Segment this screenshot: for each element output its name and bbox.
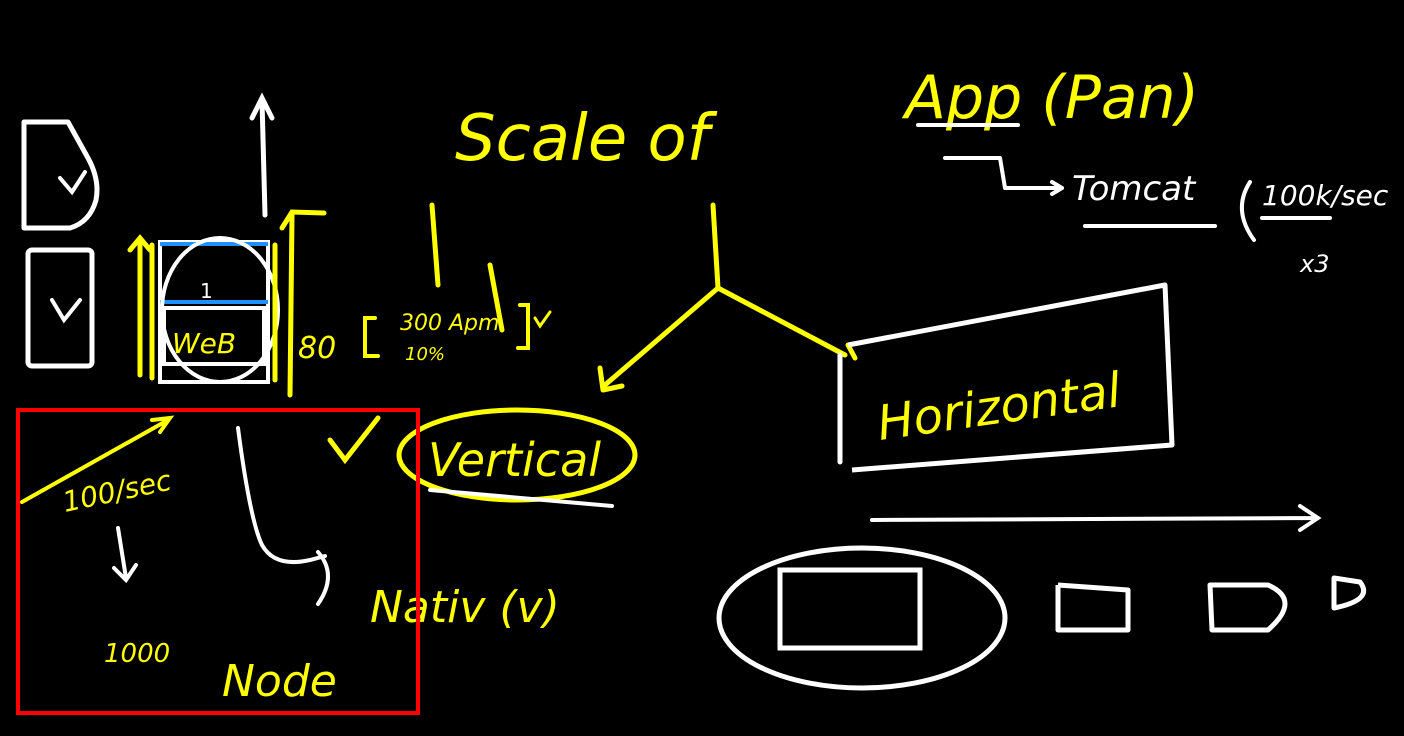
red-box-node: Node <box>222 656 337 707</box>
title-text: Scale of <box>455 102 718 176</box>
horizontal-box <box>847 282 1175 473</box>
capacity-open-bracket <box>363 316 380 358</box>
vertical-oval <box>396 407 638 503</box>
vertical-check-icon <box>327 415 381 465</box>
server-web-label: WeB <box>172 327 236 360</box>
tree-left-branch <box>597 285 721 393</box>
capacity-note-line1: 300 Apm <box>400 311 499 336</box>
server-unit-2 <box>1207 582 1288 633</box>
tomcat-branch-arrow <box>943 156 1064 196</box>
vertical-up-arrow <box>249 92 275 218</box>
tomcat-label: Tomcat <box>1072 169 1197 209</box>
server-group-oval <box>716 545 1008 691</box>
tomcat-paren <box>1239 180 1256 242</box>
vertical-underline <box>428 488 614 508</box>
server-left-bracket <box>127 234 155 381</box>
stroke-center-2 <box>487 262 505 333</box>
vertical-option-label: Vertical <box>428 433 601 487</box>
left-bottom-box <box>25 247 95 369</box>
server-unit-3 <box>1331 575 1367 611</box>
left-bottom-check-icon <box>50 298 82 324</box>
server-divider-label: 1 <box>200 279 213 303</box>
capacity-close-bracket <box>516 303 530 350</box>
app-label: App (Pan) <box>901 63 1199 133</box>
capacity-note-line2: 10% <box>405 344 445 365</box>
server-unit-1 <box>1055 582 1131 633</box>
tree-stem <box>710 202 721 291</box>
server-oval <box>160 236 280 384</box>
tree-right-branch <box>715 285 858 361</box>
tomcat-rate: 100k/sec <box>1262 179 1389 212</box>
capacity-value: 80 <box>298 331 336 366</box>
server-group-box <box>777 567 923 651</box>
stroke-center-1 <box>429 202 441 288</box>
left-top-check-icon <box>58 170 87 196</box>
server-right-bracket <box>272 209 327 398</box>
red-box-curve-arrow <box>236 426 330 606</box>
red-box-count: 1000 <box>104 639 170 669</box>
left-top-box <box>21 119 100 231</box>
capacity-check-icon <box>533 310 552 329</box>
native-label: Nativ (v) <box>370 582 560 633</box>
tomcat-multiplier: x3 <box>1299 250 1329 278</box>
horizontal-right-arrow <box>870 504 1322 532</box>
red-box-incoming-arrow <box>20 415 175 504</box>
red-highlight-box <box>16 408 420 715</box>
horizontal-option-label: Horizontal <box>874 362 1125 452</box>
red-box-down-arrow <box>112 526 138 584</box>
